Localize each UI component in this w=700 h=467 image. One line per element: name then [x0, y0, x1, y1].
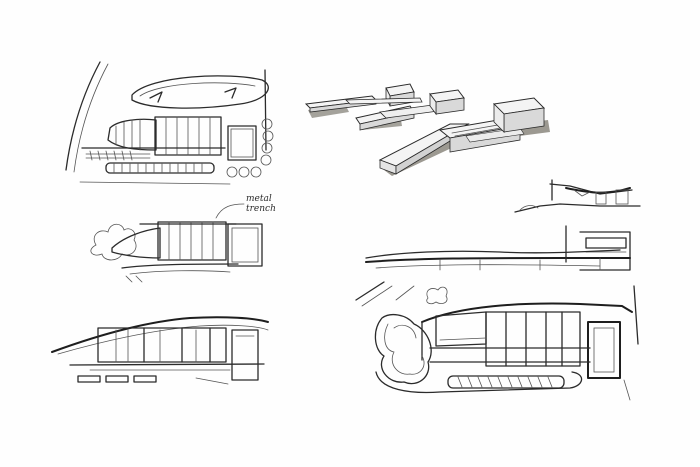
section-sketch-right-long: [365, 225, 631, 271]
site-plan-sketch-top-left: [65, 61, 274, 185]
elevation-sketch-right-small: [514, 179, 641, 213]
section-sketch-bottom-left: [51, 316, 269, 385]
metal-label: metal: [246, 194, 272, 204]
site-plan-sketch-bottom-right: [355, 281, 639, 401]
massing-model-top-right: [304, 83, 550, 176]
trench-label: trench: [246, 204, 276, 214]
plan-sketch-middle-left: metal trench: [90, 194, 276, 283]
